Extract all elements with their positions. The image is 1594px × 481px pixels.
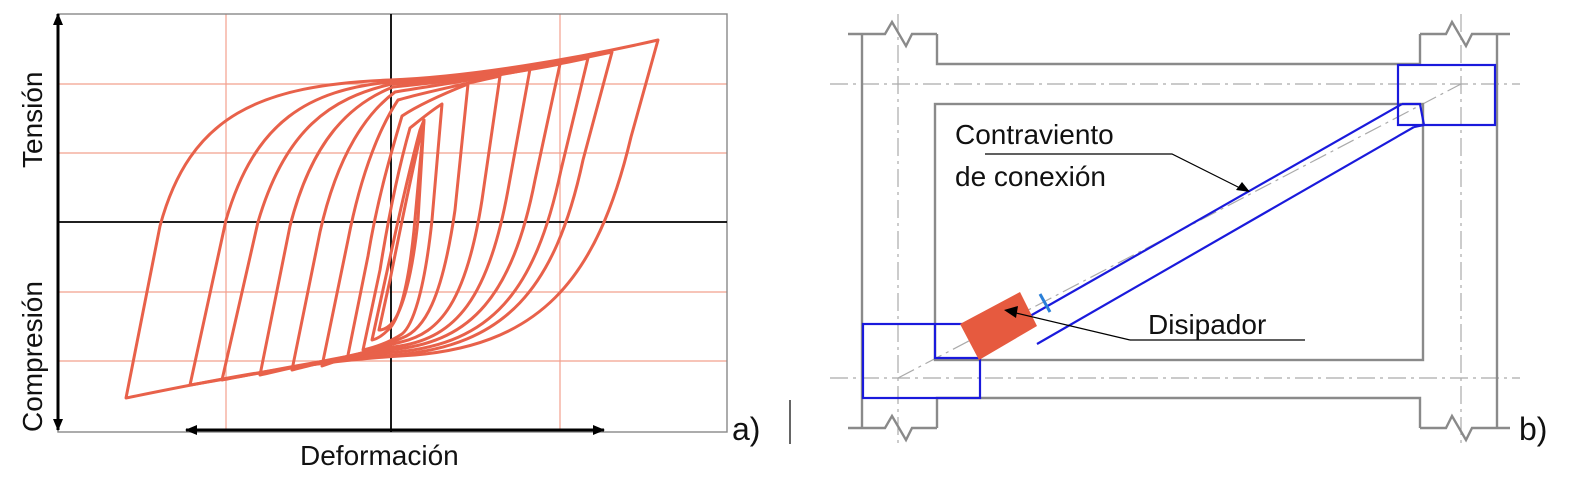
hysteresis-loops <box>124 38 660 400</box>
loop-5 <box>290 67 532 372</box>
label-brace-line1: Contraviento <box>955 119 1114 150</box>
hysteresis-panel: Tensión Compresión Deformación a) <box>17 13 760 471</box>
ylabel-compression: Compresión <box>17 281 48 432</box>
brace <box>861 63 1497 400</box>
ylabel-tension: Tensión <box>17 71 48 168</box>
loop-8 <box>361 102 444 352</box>
frame-panel: Contraviento de conexión Disipador b) <box>830 14 1547 448</box>
loop-10 <box>377 118 426 332</box>
loop-9 <box>370 118 426 342</box>
loop-7 <box>345 82 470 362</box>
panel-b-tag: b) <box>1519 411 1547 447</box>
dissipator <box>960 292 1037 360</box>
loop-6 <box>320 74 502 368</box>
grid <box>58 14 727 432</box>
panel-a-tag: a) <box>732 411 760 447</box>
gusset-top-right <box>1396 63 1497 127</box>
plot-frame <box>57 13 728 433</box>
label-dissipator: Disipador <box>1148 309 1266 340</box>
xlabel-deformation: Deformación <box>300 440 459 471</box>
gusset-bottom-left <box>861 322 982 400</box>
label-brace-line2: de conexión <box>955 161 1106 192</box>
leaders <box>985 153 1305 341</box>
centerlines <box>830 14 1520 448</box>
frame <box>848 19 1510 443</box>
